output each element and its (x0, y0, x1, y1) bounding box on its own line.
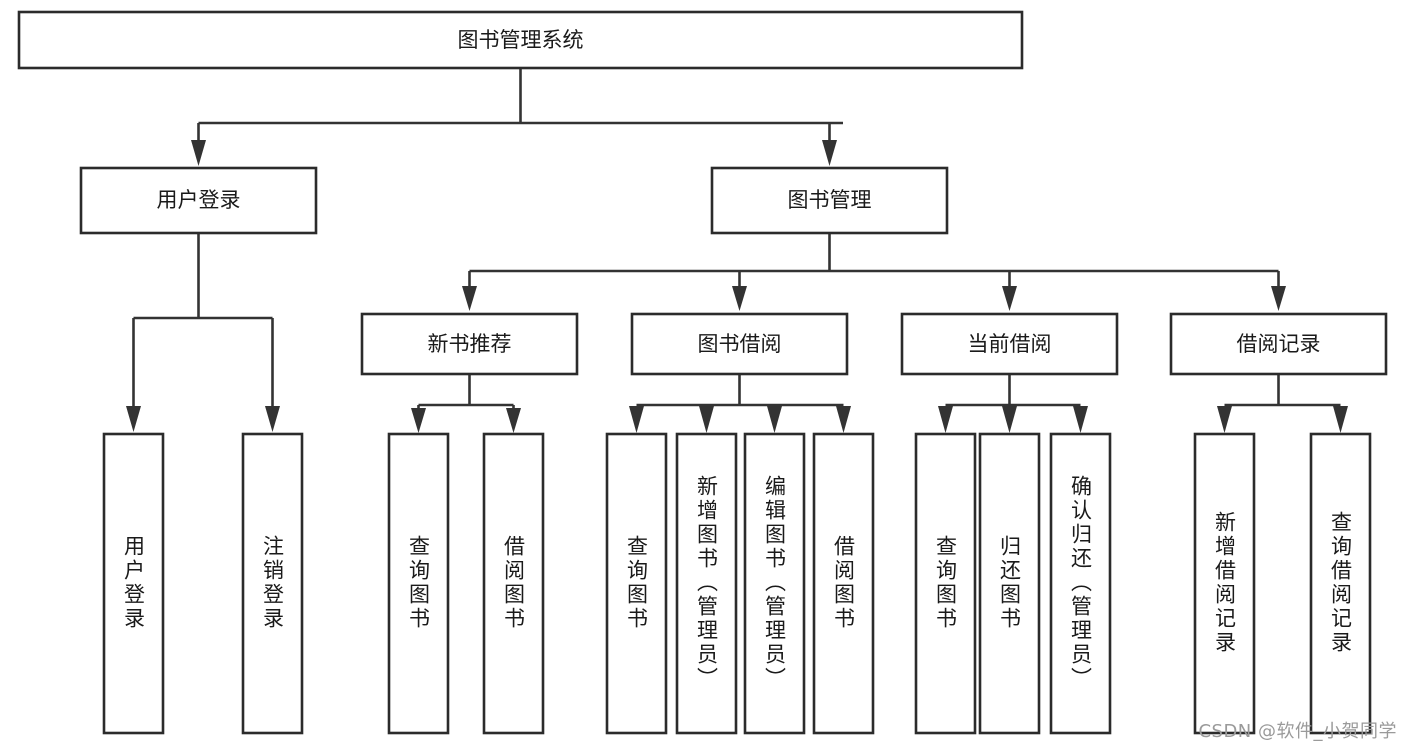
node-root[interactable]: 图书管理系统 (17, 10, 1024, 70)
connector-group-book-borrow (629, 374, 851, 433)
arrowhead-leaf-user-login (126, 406, 141, 432)
leaf-nbr-query-book[interactable]: 查询图书 (387, 432, 450, 735)
leaf-br-query-record[interactable]: 查询借阅记录 (1309, 432, 1372, 735)
node-borrow-record-box[interactable] (1169, 312, 1388, 376)
connector-group-current-borrow (938, 374, 1088, 433)
leaf-bb-query-book-label: 查询图书 (625, 535, 649, 631)
leaf-bb-query-book[interactable]: 查询图书 (605, 432, 668, 735)
leaf-nbr-borrow-book[interactable]: 借阅图书 (482, 432, 545, 735)
node-new-book-recommend[interactable]: 新书推荐 (360, 312, 579, 376)
leaf-bb-edit-book[interactable]: 编辑图书（管理员） (743, 432, 806, 735)
arrowhead-borrow-record (1271, 286, 1286, 311)
arrowhead-leaf-user-logout (265, 406, 280, 432)
leaf-bb-edit-book-box[interactable] (743, 432, 806, 735)
leaf-br-query-record-box[interactable] (1309, 432, 1372, 735)
arrowhead-nbr-borrow-book (506, 408, 521, 433)
node-current-borrow-box[interactable] (900, 312, 1119, 376)
leaf-bb-borrow-book-box[interactable] (812, 432, 875, 735)
node-borrow-record-label: 借阅记录 (1237, 332, 1321, 356)
leaf-br-query-record-label: 查询借阅记录 (1329, 511, 1353, 655)
leaf-nbr-borrow-book-box[interactable] (482, 432, 545, 735)
arrowhead-cb-query-book (938, 406, 953, 433)
leaf-cb-confirm-return-label: 确认归还（管理员） (1069, 475, 1093, 691)
leaf-user-login-box[interactable] (102, 432, 165, 735)
connector-group-borrow-record (1217, 374, 1348, 433)
node-user-login[interactable]: 用户登录 (79, 166, 318, 235)
arrowhead-bb-add-book (699, 406, 714, 433)
node-current-borrow[interactable]: 当前借阅 (900, 312, 1119, 376)
connector-group-userlogin (126, 233, 280, 432)
arrowhead-bookmgmt (822, 140, 837, 166)
node-current-borrow-label: 当前借阅 (968, 332, 1052, 356)
leaf-user-logout-box[interactable] (241, 432, 304, 735)
node-book-management-label: 图书管理 (788, 188, 872, 212)
leaf-bb-add-book[interactable]: 新增图书（管理员） (675, 432, 738, 735)
node-book-borrow-box[interactable] (630, 312, 849, 376)
connector-group-new-book-recommend (411, 374, 521, 433)
leaf-user-logout-label: 注销登录 (261, 535, 285, 631)
node-user-login-box[interactable] (79, 166, 318, 235)
node-root-label: 图书管理系统 (458, 28, 584, 52)
node-book-management-box[interactable] (710, 166, 949, 235)
leaf-cb-confirm-return[interactable]: 确认归还（管理员） (1049, 432, 1112, 735)
leaf-bb-add-book-box[interactable] (675, 432, 738, 735)
arrowhead-bb-edit-book (767, 406, 782, 433)
arrowhead-current-borrow (1002, 286, 1017, 311)
leaf-cb-query-book-box[interactable] (914, 432, 977, 735)
leaf-bb-query-book-box[interactable] (605, 432, 668, 735)
leaf-bb-borrow-book[interactable]: 借阅图书 (812, 432, 875, 735)
leaf-cb-confirm-return-box[interactable] (1049, 432, 1112, 735)
leaf-nbr-borrow-book-label: 借阅图书 (502, 535, 526, 631)
node-user-login-label: 用户登录 (157, 188, 241, 212)
node-new-book-recommend-label: 新书推荐 (428, 332, 512, 356)
leaf-bb-edit-book-label: 编辑图书（管理员） (763, 475, 787, 691)
leaf-user-login[interactable]: 用户登录 (102, 432, 165, 735)
arrowhead-br-query-record (1333, 406, 1348, 433)
connector-group-bookmgmt (462, 233, 1286, 311)
leaf-cb-return-book-box[interactable] (978, 432, 1041, 735)
arrowhead-nbr-query-book (411, 408, 426, 433)
leaf-br-add-record[interactable]: 新增借阅记录 (1193, 432, 1256, 735)
arrowhead-cb-confirm-return (1073, 406, 1088, 433)
leaf-nbr-query-book-label: 查询图书 (407, 535, 431, 631)
leaf-cb-return-book[interactable]: 归还图书 (978, 432, 1041, 735)
arrowhead-br-add-record (1217, 406, 1232, 433)
node-book-borrow-label: 图书借阅 (698, 332, 782, 356)
arrowhead-new-book-recommend (462, 286, 477, 311)
leaf-bb-borrow-book-label: 借阅图书 (832, 535, 856, 631)
leaf-cb-query-book[interactable]: 查询图书 (914, 432, 977, 735)
leaf-cb-query-book-label: 查询图书 (934, 535, 958, 631)
node-book-management[interactable]: 图书管理 (710, 166, 949, 235)
leaf-nbr-query-book-box[interactable] (387, 432, 450, 735)
arrowhead-book-borrow (732, 286, 747, 311)
connector-group-root (191, 68, 843, 166)
arrowhead-userlogin (191, 140, 206, 166)
leaf-cb-return-book-label: 归还图书 (998, 535, 1022, 631)
node-borrow-record[interactable]: 借阅记录 (1169, 312, 1388, 376)
leaf-user-login-label: 用户登录 (122, 535, 146, 631)
arrowhead-bb-query-book (629, 406, 644, 433)
leaf-bb-add-book-label: 新增图书（管理员） (695, 475, 719, 691)
arrowhead-cb-return-book (1002, 406, 1017, 433)
node-new-book-recommend-box[interactable] (360, 312, 579, 376)
node-book-borrow[interactable]: 图书借阅 (630, 312, 849, 376)
arrowhead-bb-borrow-book (836, 406, 851, 433)
leaf-br-add-record-label: 新增借阅记录 (1213, 511, 1237, 655)
leaf-user-logout[interactable]: 注销登录 (241, 432, 304, 735)
leaf-br-add-record-box[interactable] (1193, 432, 1256, 735)
node-root-box[interactable] (17, 10, 1024, 70)
